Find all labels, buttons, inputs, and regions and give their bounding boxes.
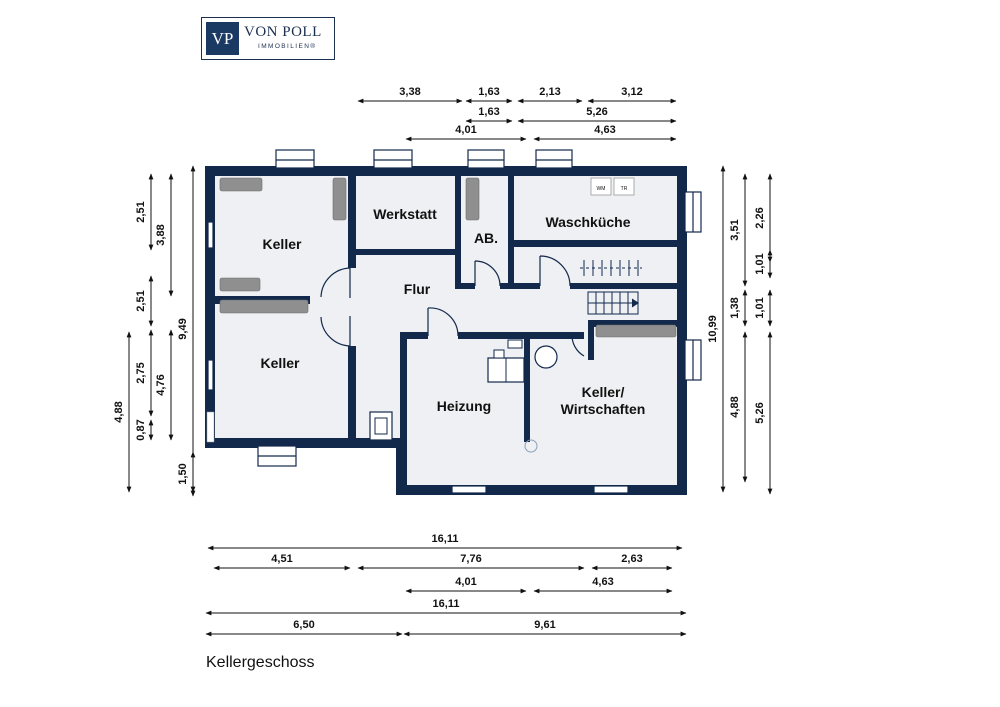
dimension-label-bottom-7: 6,50 bbox=[293, 619, 314, 631]
walls bbox=[205, 166, 687, 495]
dimension-label-top-6: 4,01 bbox=[455, 124, 476, 136]
room-label-keller-wirtschaften-2: Wirtschaften bbox=[561, 401, 646, 417]
dimension-label-bottom-5: 4,63 bbox=[592, 576, 613, 588]
von-poll-logo: VP VON POLL IMMOBILIEN® bbox=[201, 17, 335, 60]
dimension-label-left-8: 1,50 bbox=[177, 463, 189, 484]
room-label-heizung: Heizung bbox=[437, 398, 491, 414]
dimension-label-right-1: 2,26 bbox=[754, 207, 766, 228]
dimension-label-right-3: 1,38 bbox=[729, 297, 741, 318]
shelves bbox=[219, 177, 677, 338]
room-label-werkstatt: Werkstatt bbox=[373, 206, 437, 222]
dimension-label-left-5: 4,76 bbox=[155, 374, 167, 395]
dimension-label-right-7: 5,26 bbox=[754, 402, 766, 423]
dimension-label-left-2: 2,51 bbox=[135, 290, 147, 311]
room-label-keller-top: Keller bbox=[263, 236, 302, 252]
appliance-label-tr: TR bbox=[621, 186, 628, 192]
dimension-label-bottom-6: 16,11 bbox=[433, 598, 460, 610]
stairs bbox=[580, 260, 642, 315]
room-label-keller-wirtschaften-1: Keller/ bbox=[582, 384, 625, 400]
dimension-label-right-6: 4,88 bbox=[729, 396, 741, 417]
doors bbox=[320, 253, 585, 357]
dimension-label-left-3: 9,49 bbox=[177, 318, 189, 339]
dimension-label-left-1: 3,88 bbox=[155, 224, 167, 245]
dimension-label-left-4: 2,75 bbox=[135, 362, 147, 383]
dimension-label-top-5: 5,26 bbox=[586, 106, 607, 118]
appliance-label-wm: WM bbox=[597, 186, 606, 192]
dimension-label-left-6: 4,88 bbox=[113, 401, 125, 422]
logo-initials: VP bbox=[206, 22, 239, 55]
dimension-label-top-0: 3,38 bbox=[399, 86, 420, 98]
fixtures bbox=[206, 177, 635, 453]
floor-title: Kellergeschoss bbox=[206, 654, 315, 671]
dimension-lines bbox=[126, 98, 773, 637]
windows bbox=[207, 149, 702, 494]
logo-name: VON POLL bbox=[244, 24, 322, 40]
dimension-label-bottom-8: 9,61 bbox=[534, 619, 555, 631]
dimension-label-left-0: 2,51 bbox=[135, 201, 147, 222]
dimension-label-bottom-4: 4,01 bbox=[455, 576, 476, 588]
dimension-label-right-5: 10,99 bbox=[707, 315, 719, 343]
logo-subtitle: IMMOBILIEN® bbox=[258, 43, 317, 50]
dimension-labels: 3,38 1,63 2,13 3,12 1,63 5,26 4,01 4,63 16,11 4,5… bbox=[113, 86, 766, 631]
dimension-label-left-7: 0,87 bbox=[135, 419, 147, 440]
room-label-flur: Flur bbox=[404, 281, 431, 297]
dimension-label-bottom-2: 7,76 bbox=[460, 553, 481, 565]
dimension-label-right-4: 1,01 bbox=[754, 297, 766, 318]
dimension-label-top-1: 1,63 bbox=[478, 86, 499, 98]
dimension-label-top-2: 2,13 bbox=[539, 86, 560, 98]
room-label-ab: AB. bbox=[474, 230, 498, 246]
dimension-label-right-0: 3,51 bbox=[729, 219, 741, 240]
dimension-label-top-3: 3,12 bbox=[621, 86, 642, 98]
dimension-label-bottom-1: 4,51 bbox=[271, 553, 292, 565]
dimension-label-bottom-3: 2,63 bbox=[621, 553, 642, 565]
room-labels: Keller Werkstatt AB. Waschküche Flur Kel… bbox=[261, 186, 646, 417]
dimension-label-right-2: 1,01 bbox=[754, 253, 766, 274]
room-label-waschkueche: Waschküche bbox=[545, 214, 630, 230]
dimension-label-bottom-0: 16,11 bbox=[432, 533, 459, 545]
dimension-label-top-4: 1,63 bbox=[478, 106, 499, 118]
room-label-keller-bottom: Keller bbox=[261, 355, 300, 371]
dimension-label-top-7: 4,63 bbox=[594, 124, 615, 136]
